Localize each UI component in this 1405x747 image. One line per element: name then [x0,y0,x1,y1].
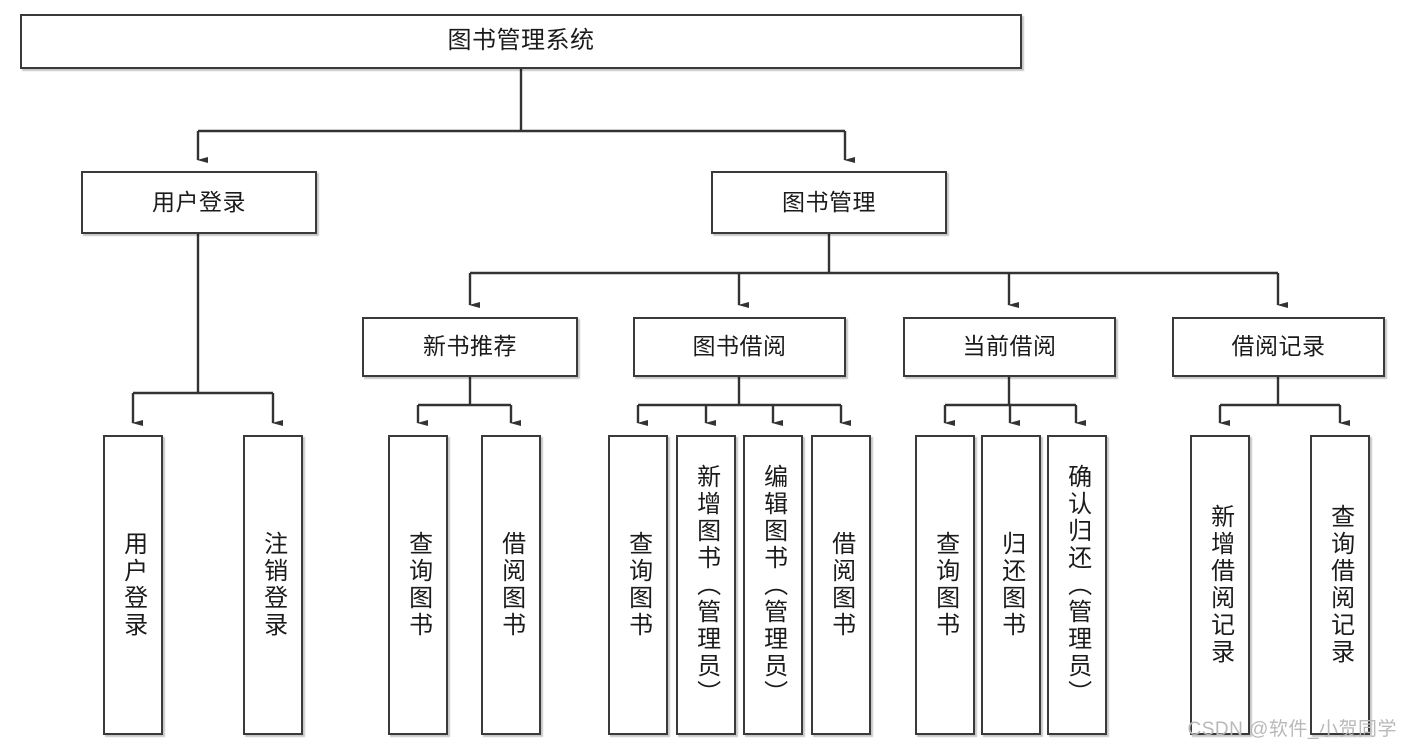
node-label: 确认归还（管理员） [1063,463,1091,707]
leaf-add-book-admin[interactable]: 新增图书（管理员） [676,435,736,735]
node-label: 图书借阅 [692,333,787,360]
node-label: 当前借阅 [962,333,1057,360]
watermark-text: CSDN @软件_小贺同学 [1187,719,1397,740]
node-label: 图书管理系统 [447,27,595,55]
node-borrow-records[interactable]: 借阅记录 [1172,317,1385,377]
node-new-book-recommend[interactable]: 新书推荐 [362,317,578,377]
leaf-edit-book-admin[interactable]: 编辑图书（管理员） [743,435,803,735]
node-label: 查询借阅记录 [1326,504,1354,666]
node-label: 新增借阅记录 [1206,504,1234,666]
leaf-logout[interactable]: 注销登录 [243,435,303,735]
node-label: 借阅记录 [1231,333,1326,360]
node-book-borrow[interactable]: 图书借阅 [633,317,846,377]
node-book-management[interactable]: 图书管理 [711,171,947,234]
leaf-query-borrow-record[interactable]: 查询借阅记录 [1310,435,1370,735]
node-label: 新增图书（管理员） [692,463,720,707]
node-label: 注销登录 [259,531,287,639]
node-label: 查询图书 [404,531,432,639]
node-label: 新书推荐 [423,333,517,360]
node-label: 图书管理 [782,188,876,215]
leaf-user-login[interactable]: 用户登录 [103,435,163,735]
leaf-query-book-recommend[interactable]: 查询图书 [388,435,448,735]
node-current-borrow[interactable]: 当前借阅 [903,317,1116,377]
leaf-borrow-book[interactable]: 借阅图书 [811,435,871,735]
node-label: 查询图书 [624,531,652,639]
node-label: 借阅图书 [827,531,855,639]
node-label: 借阅图书 [497,531,525,639]
leaf-query-book-borrow[interactable]: 查询图书 [608,435,668,735]
leaf-borrow-book-recommend[interactable]: 借阅图书 [481,435,541,735]
node-label: 编辑图书（管理员） [759,463,787,707]
node-label: 查询图书 [931,531,959,639]
leaf-return-book[interactable]: 归还图书 [981,435,1041,735]
node-label: 用户登录 [152,188,246,215]
node-root-system[interactable]: 图书管理系统 [20,14,1022,69]
node-user-login[interactable]: 用户登录 [81,171,317,234]
node-label: 归还图书 [997,531,1025,639]
leaf-query-book-current[interactable]: 查询图书 [915,435,975,735]
node-label: 用户登录 [119,531,147,639]
leaf-add-borrow-record[interactable]: 新增借阅记录 [1190,435,1250,735]
leaf-confirm-return-admin[interactable]: 确认归还（管理员） [1047,435,1107,735]
